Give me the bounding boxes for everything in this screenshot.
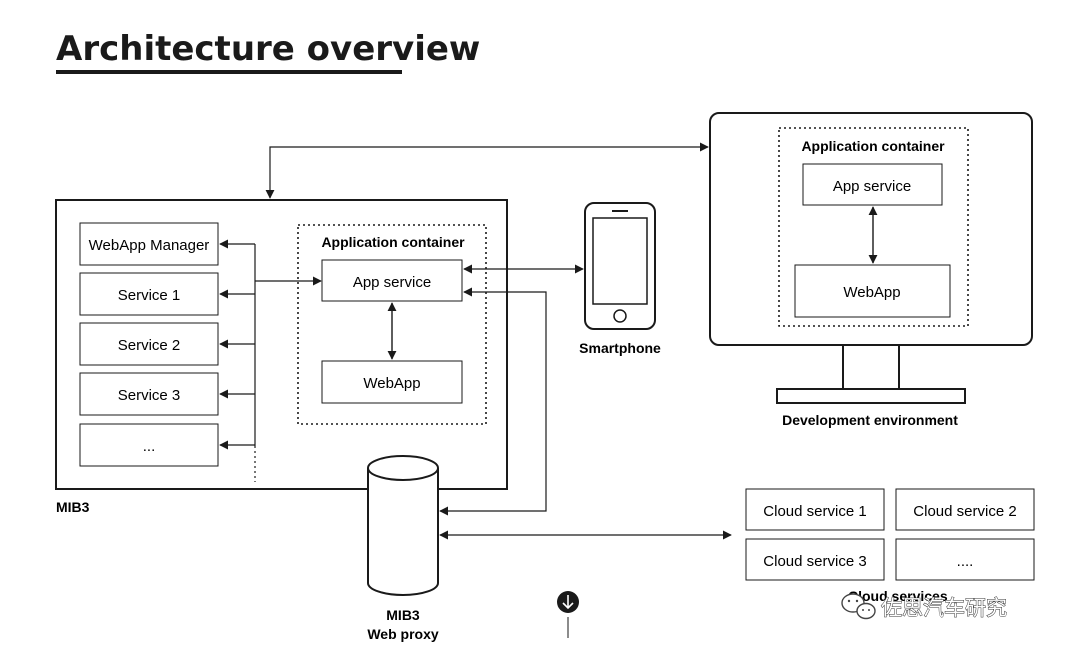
app-container-label: Application container [321, 234, 465, 250]
mib3-box [55, 199, 508, 490]
mib3-app-service-box [321, 259, 463, 302]
dev-app-container [778, 127, 969, 327]
down-arrow-circle-icon[interactable] [557, 591, 579, 638]
mib3-services: WebApp Manager Service 1 Service 2 Servi… [79, 222, 219, 467]
watermark-text: 佐思汽车研究 [881, 596, 1007, 620]
dev-app-service-box [802, 163, 943, 206]
service-label: WebApp Manager [89, 237, 210, 254]
cloud-service-box-1 [745, 488, 885, 531]
title-underline [56, 70, 402, 74]
cloud-service-box-more [895, 538, 1035, 581]
monitor-icon [709, 112, 1033, 404]
cloud-service-box-3 [745, 538, 885, 581]
dev-webapp-label: WebApp [843, 284, 900, 301]
web-proxy-label-line2: Web proxy [367, 626, 439, 642]
app-service-label: App service [353, 274, 431, 291]
web-proxy-label-line1: MIB3 [386, 607, 420, 623]
cloud-service-box-2 [895, 488, 1035, 531]
cloud-services-label: Cloud services [848, 588, 948, 604]
cloud-service-label: Cloud service 2 [913, 503, 1016, 520]
dev-webapp-box [794, 264, 951, 318]
service-box-3 [79, 372, 219, 416]
database-cylinder-icon [367, 455, 439, 596]
cloud-services: Cloud service 1 Cloud service 2 Cloud se… [745, 488, 1035, 581]
dev-app-container-label: Application container [801, 138, 945, 154]
service-bus [219, 239, 322, 482]
smartphone-label: Smartphone [579, 340, 661, 356]
webapp-label: WebApp [363, 375, 420, 392]
service-label: Service 3 [118, 387, 181, 404]
service-label: Service 2 [118, 337, 181, 354]
mib3-label: MIB3 [56, 499, 90, 515]
cloud-service-label: Cloud service 3 [763, 553, 866, 570]
service-box-1 [79, 272, 219, 316]
service-label: ... [143, 438, 156, 455]
cloud-service-label: .... [957, 553, 974, 570]
service-box-more [79, 423, 219, 467]
dev-app-service-label: App service [833, 178, 911, 195]
service-box-webapp-manager [79, 222, 219, 266]
service-label: Service 1 [118, 287, 181, 304]
wechat-icon [841, 593, 876, 620]
page-title: Architecture overview [56, 29, 480, 69]
dev-env-label: Development environment [782, 412, 958, 428]
cloud-service-label: Cloud service 1 [763, 503, 866, 520]
service-box-2 [79, 322, 219, 366]
mib3-app-container [297, 224, 487, 425]
smartphone-icon [584, 202, 656, 330]
mib3-dev-link [265, 142, 709, 199]
app-proxy-link [439, 287, 547, 516]
watermark: 佐思汽车研究 [841, 593, 1008, 621]
